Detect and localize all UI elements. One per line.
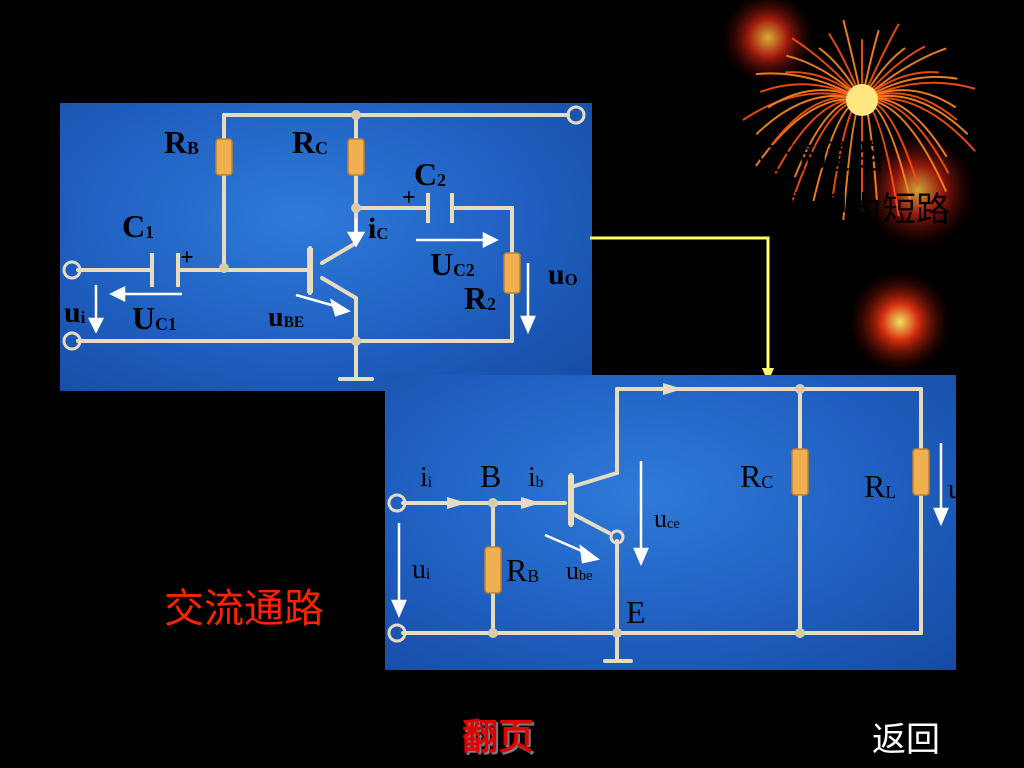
fireworks-decoration bbox=[720, 0, 978, 374]
label-ube-dc: uBE bbox=[268, 302, 305, 333]
label-b: B bbox=[480, 458, 502, 494]
label-uo-partial: u bbox=[948, 474, 962, 505]
label-uc1: UC1 bbox=[132, 300, 177, 336]
back-button[interactable]: 返回 bbox=[872, 720, 940, 760]
label-uo: uO bbox=[548, 258, 578, 291]
label-ui-dc: ui bbox=[64, 296, 86, 329]
section-title: 交流通路 bbox=[164, 586, 324, 632]
label-ube-ac: ube bbox=[566, 556, 593, 585]
label-rc-dc: RC bbox=[292, 124, 328, 160]
label-ui-ac: ui bbox=[412, 554, 431, 585]
label-ii: ii bbox=[420, 462, 433, 493]
label-rb-dc: RB bbox=[164, 124, 199, 160]
label-c1: C1 bbox=[122, 208, 154, 244]
connector-arrow bbox=[590, 236, 774, 382]
label-ib: ib bbox=[528, 462, 544, 493]
label-uc2: UC2 bbox=[430, 246, 475, 282]
ac-circuit-panel bbox=[385, 375, 956, 670]
label-e: E bbox=[626, 594, 646, 630]
dc-circuit-diagram bbox=[62, 105, 586, 381]
label-plus-c2: + bbox=[402, 185, 416, 211]
label-rl: RL bbox=[864, 468, 897, 504]
label-rc-ac: RC bbox=[740, 458, 774, 494]
background-text-line2: 容视为短路 bbox=[780, 190, 950, 230]
page-turn-button[interactable]: 翻页 bbox=[462, 717, 535, 758]
label-ic: iC bbox=[368, 212, 389, 245]
ac-circuit-diagram bbox=[387, 383, 949, 663]
label-r2: R2 bbox=[464, 280, 496, 316]
label-c2: C2 bbox=[414, 156, 446, 192]
label-uce: uce bbox=[654, 504, 680, 533]
label-plus-c1: + bbox=[180, 245, 194, 271]
background-text-line1: 交流通路 bbox=[748, 138, 884, 178]
label-rb-ac: RB bbox=[506, 552, 540, 588]
